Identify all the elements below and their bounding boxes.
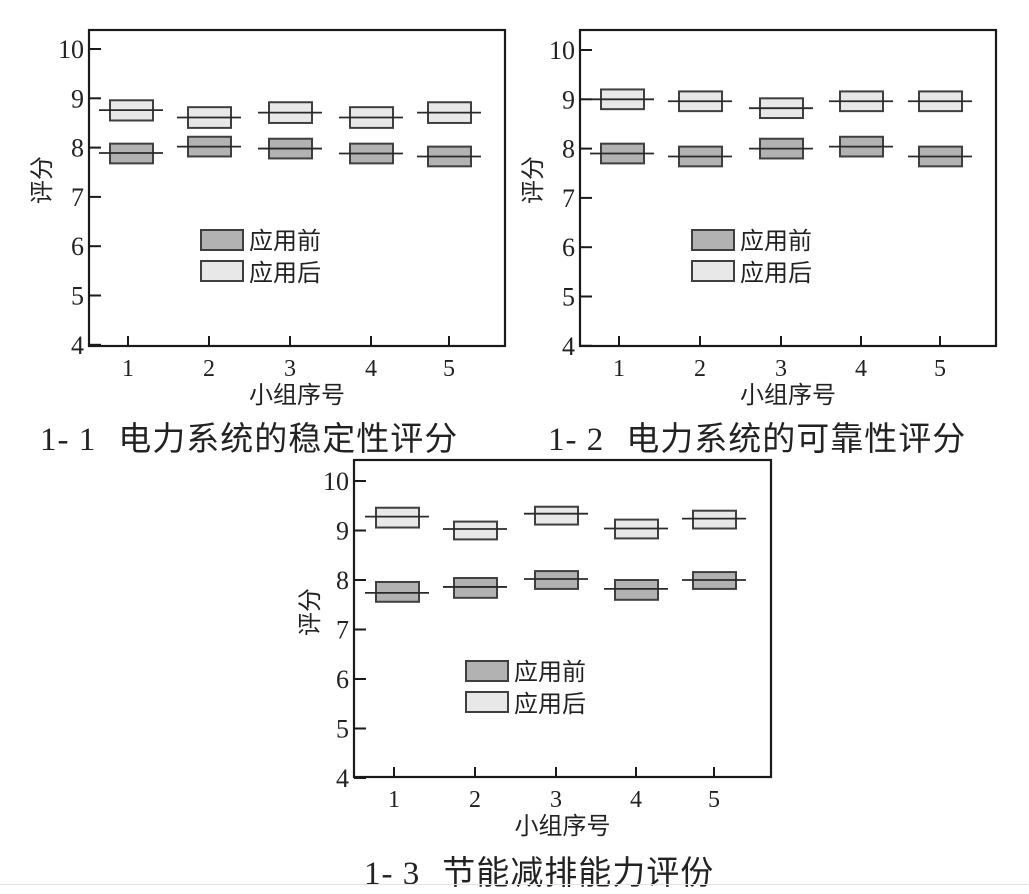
y-tick-label: 5 (562, 283, 575, 312)
caption-text: 节能减排能力评份 (442, 853, 715, 892)
y-tick-label: 9 (562, 85, 575, 114)
caption-chart-2: 1- 2 电力系统的可靠性评分 (548, 412, 966, 460)
x-tick-label: 2 (203, 356, 215, 382)
caption-chart-3: 1- 3 节能减排能力评份 (364, 846, 714, 894)
x-tick-label: 2 (694, 356, 706, 382)
y-tick-label: 6 (71, 232, 84, 261)
plot-frame (352, 458, 773, 779)
x-tick-label: 1 (122, 356, 134, 382)
y-tick-label: 9 (71, 84, 84, 113)
bottom-divider (0, 884, 1029, 885)
legend-swatch-after (200, 260, 244, 282)
legend-swatch-before (200, 229, 244, 251)
legend-swatch-before (465, 660, 509, 682)
legend-label-after: 应用后 (514, 690, 586, 718)
x-tick-label: 3 (550, 787, 562, 813)
caption-number: 1- 3 (364, 856, 421, 892)
plot-frame (578, 28, 998, 348)
y-tick-label: 4 (562, 332, 575, 361)
y-tick-label: 4 (71, 331, 84, 360)
caption-number: 1- 1 (40, 422, 97, 458)
box-before (534, 570, 579, 590)
caption-number: 1- 2 (548, 422, 605, 458)
x-tick-label: 1 (388, 787, 400, 813)
x-tick-label: 4 (630, 787, 642, 813)
legend-label-before: 应用前 (514, 658, 586, 686)
y-tick-label: 10 (58, 35, 84, 64)
x-axis-label: 小组序号 (740, 381, 836, 409)
y-tick-label: 10 (323, 467, 349, 496)
box-before (453, 577, 498, 599)
y-tick-label: 7 (71, 183, 84, 212)
legend-label-after: 应用后 (249, 259, 321, 287)
caption-text: 电力系统的可靠性评分 (626, 419, 967, 458)
y-axis-label: 评分 (519, 156, 547, 204)
y-tick-label: 5 (71, 282, 84, 311)
x-tick-label: 5 (934, 356, 946, 382)
x-tick-label: 3 (284, 356, 296, 382)
x-tick-label: 4 (365, 356, 377, 382)
y-tick-label: 9 (336, 517, 349, 546)
y-tick-label: 7 (336, 616, 349, 645)
box-after (453, 520, 498, 541)
box-before (375, 580, 420, 603)
x-axis-label: 小组序号 (249, 381, 345, 409)
y-axis-label: 评分 (296, 588, 324, 636)
legend-swatch-before (691, 229, 735, 251)
y-tick-label: 4 (336, 764, 349, 793)
box-after (692, 509, 737, 530)
box-after (375, 506, 420, 529)
y-tick-label: 8 (562, 135, 575, 164)
y-axis-label: 评分 (28, 156, 56, 204)
y-tick-label: 5 (336, 715, 349, 744)
y-tick-label: 8 (336, 566, 349, 595)
legend-swatch-after (465, 691, 509, 713)
legend-label-before: 应用前 (740, 227, 812, 255)
y-tick-label: 7 (562, 184, 575, 213)
x-tick-label: 2 (469, 787, 481, 813)
box-after (534, 505, 579, 526)
x-tick-label: 1 (613, 356, 625, 382)
caption-chart-1: 1- 1 电力系统的稳定性评分 (40, 412, 458, 460)
plot-frame (87, 28, 507, 348)
legend-label-after: 应用后 (740, 259, 812, 287)
legend-swatch-after (691, 260, 735, 282)
x-tick-label: 4 (855, 356, 867, 382)
x-tick-label: 3 (775, 356, 787, 382)
x-tick-label: 5 (443, 356, 455, 382)
y-tick-label: 8 (71, 134, 84, 163)
y-tick-label: 6 (562, 233, 575, 262)
y-tick-label: 10 (549, 36, 575, 65)
x-tick-label: 5 (708, 787, 720, 813)
y-tick-label: 6 (336, 665, 349, 694)
caption-text: 电力系统的稳定性评分 (118, 419, 459, 458)
box-before (614, 579, 659, 601)
x-axis-label: 小组序号 (515, 812, 611, 840)
legend-label-before: 应用前 (249, 227, 321, 255)
